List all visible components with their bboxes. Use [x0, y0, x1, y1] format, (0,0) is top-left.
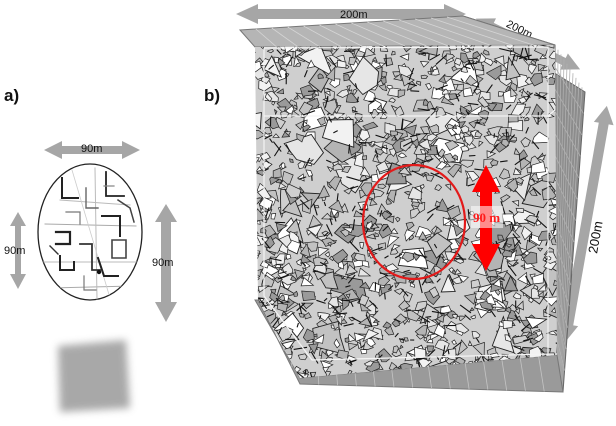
- panel-a-right-arrow: 90m: [152, 204, 177, 322]
- panel-a-fracture-ellipse: [37, 163, 143, 301]
- cube-inner-outline: [263, 46, 556, 361]
- highlight-ellipse: [361, 163, 467, 281]
- panel-a-left-height-label: 90m: [4, 245, 25, 257]
- panel-b-top-label: 200m: [340, 9, 368, 21]
- panel-a: a) 90m 90m 90m: [4, 86, 177, 412]
- highlight-double-arrow: 90 m: [471, 165, 503, 271]
- panel-a-width-label: 90m: [81, 143, 102, 155]
- panel-a-right-height-label: 90m: [152, 257, 173, 269]
- panel-b-side-arrow: [558, 105, 614, 343]
- panel-b-side-label: 200m: [585, 220, 605, 255]
- highlight-label: 90 m: [473, 210, 500, 225]
- panel-a-width-arrow: 90m: [44, 141, 140, 159]
- panel-a-shadow-square: [58, 340, 130, 412]
- panel-a-left-arrow: 90m: [4, 212, 26, 289]
- fracture-network: [255, 45, 557, 378]
- cube-right-wall: [462, 15, 586, 393]
- panel-a-label: a): [4, 86, 19, 105]
- cube-back-wall: [238, 15, 556, 48]
- panel-b: b) 200m 200m 200m: [204, 4, 614, 393]
- panel-b-label: b): [204, 86, 220, 105]
